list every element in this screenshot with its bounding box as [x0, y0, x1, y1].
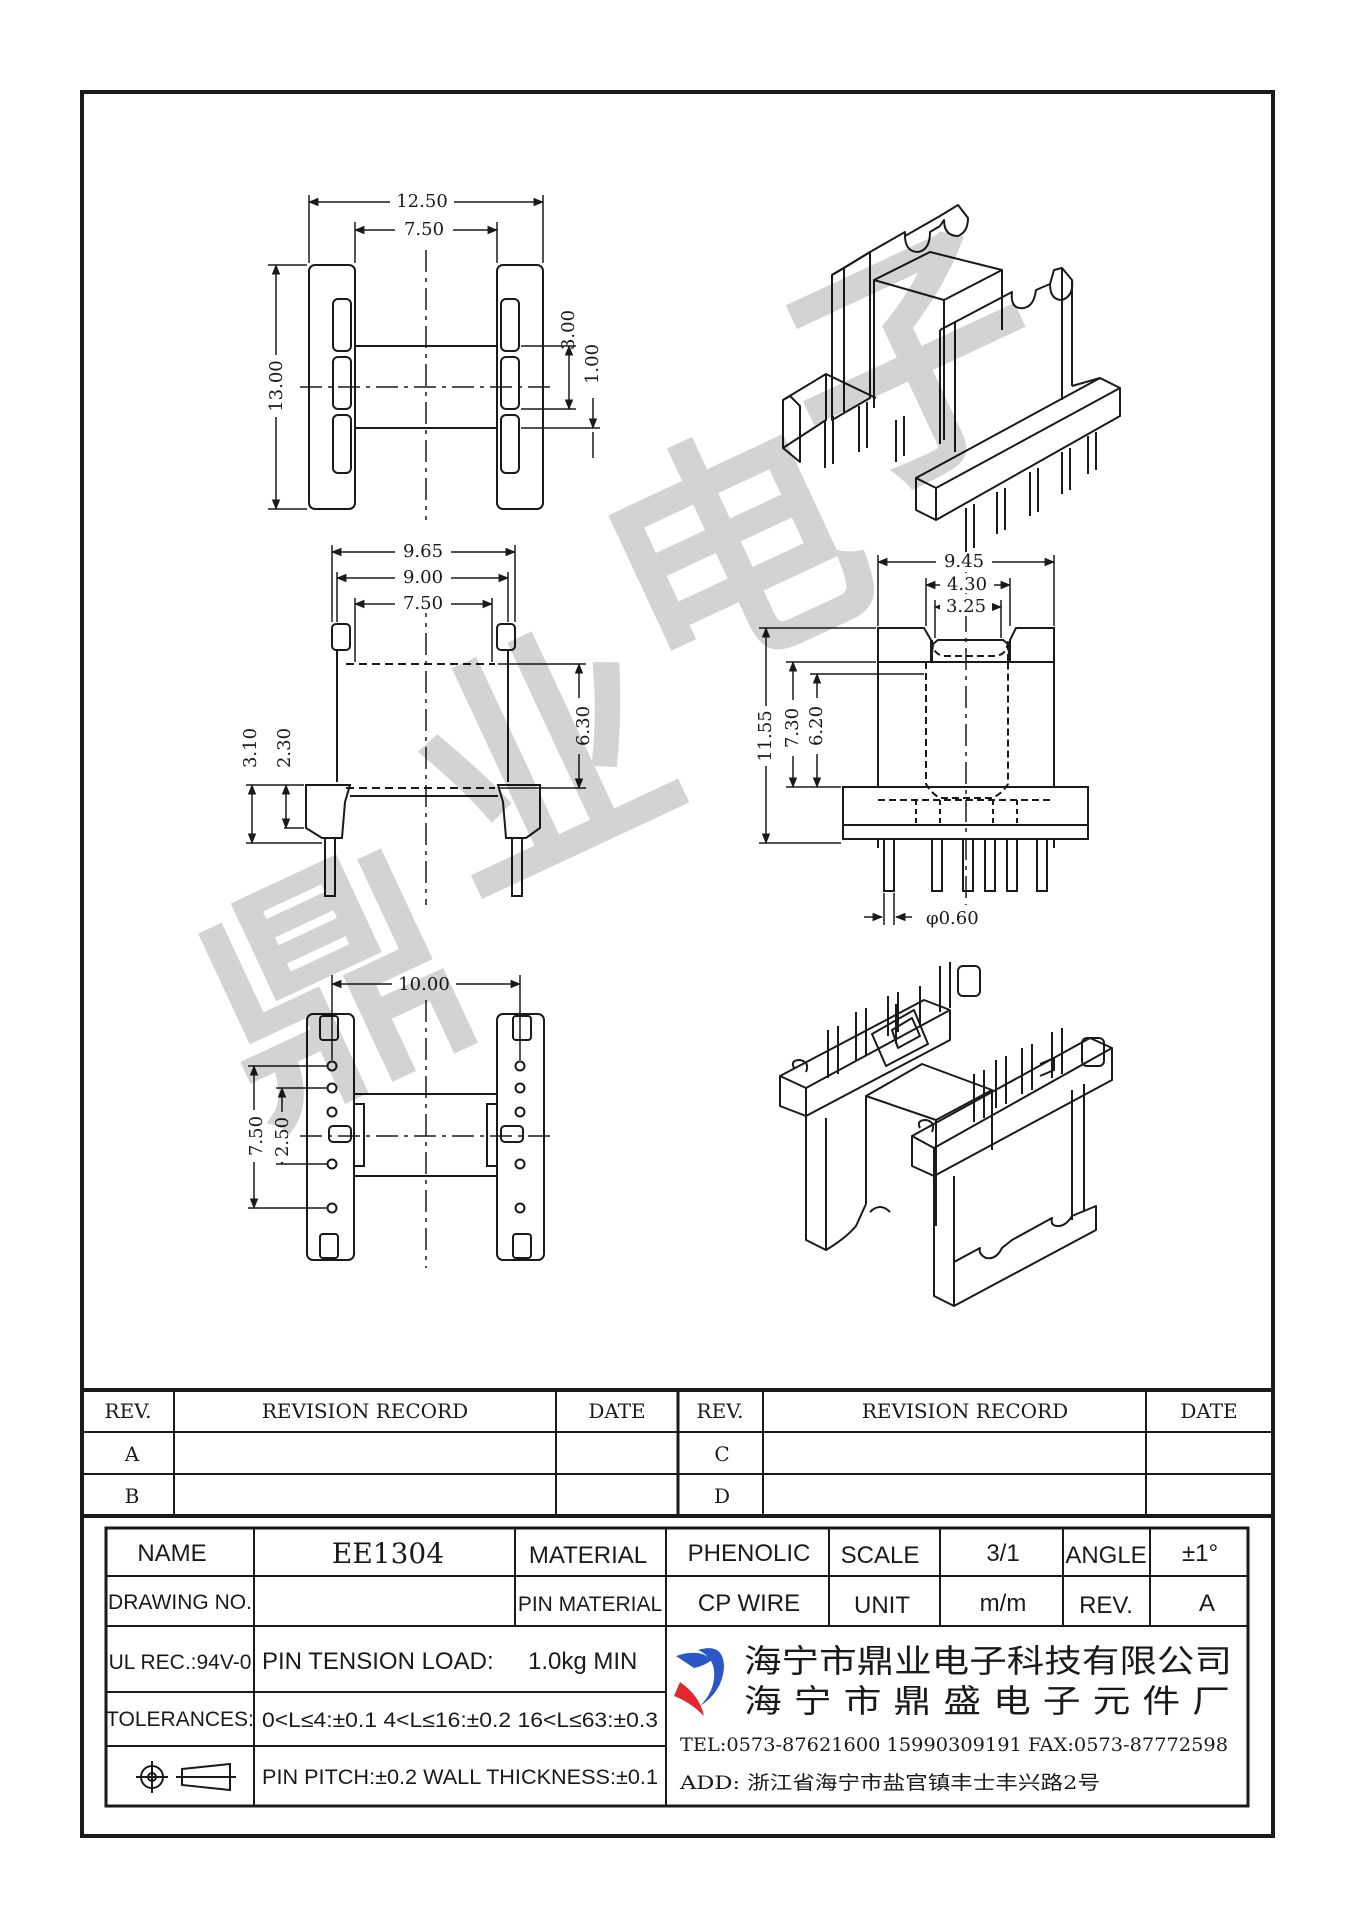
dim-side-w3: 3.25 [946, 596, 986, 617]
dim-side-h2: 7.30 [782, 708, 803, 748]
rev-row-b: B [125, 1484, 140, 1508]
tolerances-value: 0<L≤4:±0.1 4<L≤16:±0.2 16<L≤63:±0.3 [262, 1709, 658, 1732]
dim-top-slot: 3.00 [558, 310, 579, 350]
rev-row-c: C [714, 1442, 729, 1466]
revision-record-header-2: REVISION RECORD [862, 1399, 1068, 1423]
rev-value: A [1199, 1590, 1215, 1617]
title-block [104, 1526, 1250, 1808]
top-view [268, 195, 600, 520]
side-view-dimension-labels: 9.45 4.30 3.25 11.55 7.30 6.20 φ0.60 [755, 550, 994, 929]
dim-side-h3: 6.20 [806, 706, 827, 746]
revision-table [82, 1388, 1273, 1518]
dim-side-h1: 11.55 [755, 710, 776, 762]
front-view [246, 545, 586, 905]
date-header-2: DATE [1180, 1399, 1237, 1423]
drawing-no-label: DRAWING NO. [108, 1591, 252, 1614]
revision-record-header-1: REVISION RECORD [262, 1399, 468, 1423]
dim-front-h-base2: 2.30 [274, 728, 295, 768]
unit-label: UNIT [854, 1592, 910, 1619]
pin-pitch: PIN PITCH:±0.2 WALL THICKNESS:±0.1 [262, 1766, 658, 1789]
bottom-view-dimension-labels: 10.00 7.50 2.50 [246, 973, 456, 1162]
dim-bottom-pin-row-width: 10.00 [398, 974, 450, 995]
dim-side-pin-dia: φ0.60 [926, 908, 979, 929]
title-block-text: NAME EE1304 MATERIAL PHENOLIC SCALE 3/1 … [106, 1537, 1232, 1794]
material-label: MATERIAL [529, 1542, 647, 1569]
rev-label: REV. [1079, 1592, 1133, 1619]
tolerances-label: TOLERANCES: [106, 1708, 254, 1731]
angle-label: ANGLE [1065, 1542, 1146, 1569]
pin-tension-label: PIN TENSION LOAD: [262, 1648, 494, 1675]
dim-front-w1: 9.65 [403, 541, 443, 562]
name-label: NAME [137, 1540, 206, 1567]
dim-side-w2: 4.30 [947, 574, 987, 595]
contact-tel-fax: TEL:0573-87621600 15990309191 FAX:0573-8… [680, 1734, 1228, 1756]
pin-tension-value: 1.0kg MIN [528, 1648, 637, 1675]
scale-label: SCALE [841, 1542, 920, 1569]
rev-row-d: D [714, 1484, 730, 1508]
contact-address: ADD: 浙江省海宁市盐官镇丰士丰兴路2号 [679, 1772, 1100, 1794]
rev-header-2: REV. [697, 1399, 744, 1423]
projection-symbol-icon [136, 1761, 236, 1793]
dim-top-overall-width: 12.50 [396, 191, 448, 212]
isometric-view-bottom [779, 962, 1113, 1307]
angle-value: ±1° [1182, 1540, 1218, 1567]
dim-front-w2: 9.00 [403, 567, 443, 588]
company-name-2: 海 宁 市 鼎 盛 电 子 元 件 厂 [744, 1682, 1230, 1720]
dim-bottom-h1: 7.50 [246, 1116, 267, 1156]
company-name-1: 海宁市鼎业电子科技有限公司 [744, 1642, 1232, 1680]
dim-front-w3: 7.50 [403, 593, 443, 614]
ul-rec: UL REC.:94V-0 [109, 1651, 252, 1674]
date-header-1: DATE [588, 1399, 645, 1423]
top-view-dimension-labels: 12.50 7.50 13.00 3.00 1.00 [262, 190, 603, 417]
rev-header-1: REV. [105, 1399, 152, 1423]
isometric-view-top [782, 204, 1121, 552]
unit-value: m/m [980, 1590, 1027, 1617]
dim-bottom-h2: 2.50 [272, 1117, 293, 1157]
pin-material-label: PIN MATERIAL [518, 1593, 662, 1616]
company-logo-icon [674, 1648, 724, 1716]
dim-top-pin-gap: 1.00 [582, 344, 603, 384]
front-view-dimension-labels: 9.65 9.00 7.50 6.30 3.10 2.30 [240, 541, 594, 768]
dim-top-inner-width: 7.50 [404, 219, 444, 240]
pin-material-value: CP WIRE [698, 1590, 800, 1617]
revision-table-text: REV. REVISION RECORD DATE REV. REVISION … [105, 1399, 1238, 1508]
name-value: EE1304 [332, 1537, 444, 1570]
dim-top-height: 13.00 [266, 360, 287, 412]
rev-row-a: A [124, 1442, 140, 1466]
scale-value: 3/1 [986, 1540, 1019, 1567]
dim-side-w1: 9.45 [944, 551, 984, 572]
material-value: PHENOLIC [688, 1540, 811, 1567]
dim-front-h-winding: 6.30 [573, 706, 594, 746]
dim-front-h-base1: 3.10 [240, 728, 261, 768]
sheet-border [80, 90, 1275, 1838]
